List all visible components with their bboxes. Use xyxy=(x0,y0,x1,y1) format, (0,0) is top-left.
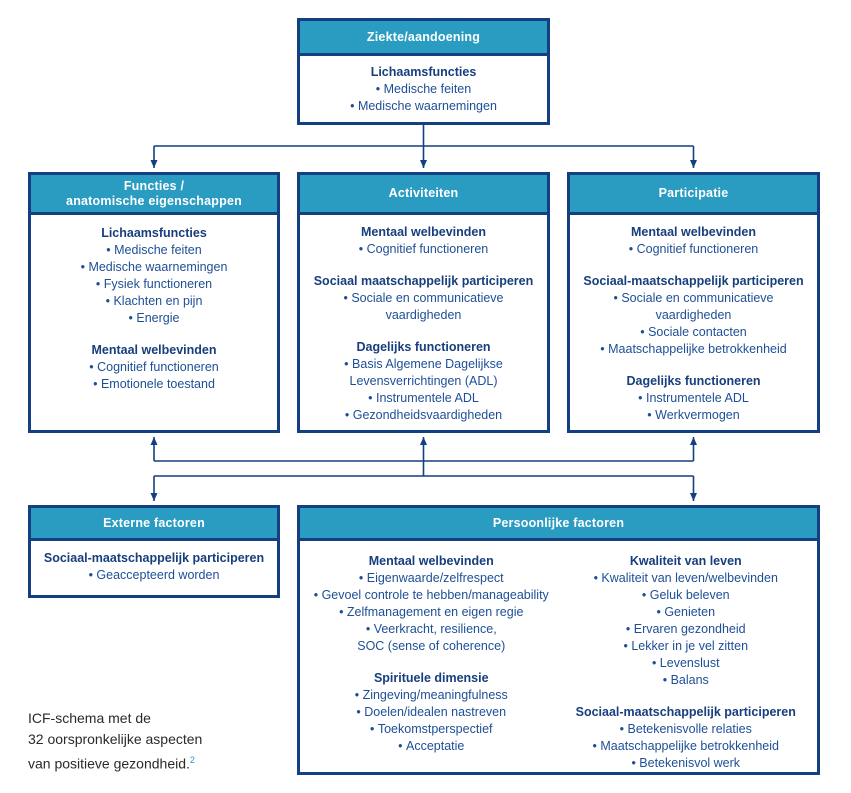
box-functies: Functies / anatomische eigenschappen Lic… xyxy=(28,172,280,433)
bullet-item: Medische feiten xyxy=(37,242,271,259)
bullet-item: Instrumentele ADL xyxy=(576,390,811,407)
box-activiteiten-body: Mentaal welbevinden Cognitief functioner… xyxy=(300,215,547,428)
section: Sociaal-maatschappelijk participeren Soc… xyxy=(576,273,811,358)
box-title: Activiteiten xyxy=(388,186,459,200)
section-heading: Sociaal maatschappelijk participeren xyxy=(313,274,534,288)
caption-line: van positieve gezondheid.2 xyxy=(28,755,195,772)
bullet-item: Basis Algemene Dagelijkse Levensverricht… xyxy=(306,356,541,390)
box-participatie-body: Mentaal welbevinden Cognitief functioner… xyxy=(570,215,817,428)
bullet-item: Lekker in je vel zitten xyxy=(559,638,814,655)
box-title: Externe factoren xyxy=(103,515,205,530)
persoonlijke-column-left: Mentaal welbevinden Eigenwaarde/zelfresp… xyxy=(304,553,559,772)
bullet-item: Gevoel controle te hebben/manageability xyxy=(304,587,559,604)
section: Sociaal-maatschappelijk participeren Gea… xyxy=(37,550,271,584)
bullet-item: Acceptatie xyxy=(304,738,559,755)
bullet-item: Veerkracht, resilience, SOC (sense of co… xyxy=(304,621,559,655)
bullet-item: Betekenisvolle relaties xyxy=(559,721,814,738)
section-heading: Sociaal-maatschappelijk participeren xyxy=(575,705,796,719)
box-externe-body: Sociaal-maatschappelijk participeren Gea… xyxy=(31,541,277,588)
section-heading: Sociaal-maatschappelijk participeren xyxy=(43,551,265,565)
section-heading: Kwaliteit van leven xyxy=(629,554,742,568)
bullet-item: Werkvermogen xyxy=(576,407,811,424)
bullet-item: Balans xyxy=(559,672,814,689)
section: Mentaal welbevinden Cognitief functioner… xyxy=(576,224,811,258)
section: Mentaal welbevinden Eigenwaarde/zelfresp… xyxy=(304,553,559,655)
section: Dagelijks functioneren Instrumentele ADL… xyxy=(576,373,811,424)
bullet-item: Emotionele toestand xyxy=(37,376,271,393)
bullet-item: Toekomstperspectief xyxy=(304,721,559,738)
bullet-item: Instrumentele ADL xyxy=(306,390,541,407)
box-persoonlijke-header: Persoonlijke factoren xyxy=(300,508,817,541)
caption-line: 32 oorspronkelijke aspecten xyxy=(28,731,203,747)
bullet-item: Zelfmanagement en eigen regie xyxy=(304,604,559,621)
box-title: Persoonlijke factoren xyxy=(492,515,625,530)
box-persoonlijke-body: Mentaal welbevinden Eigenwaarde/zelfresp… xyxy=(300,541,817,776)
bullet-item: Fysiek functioneren xyxy=(37,276,271,293)
section: Dagelijks functioneren Basis Algemene Da… xyxy=(306,339,541,424)
box-participatie-header: Participatie xyxy=(570,175,817,215)
section-heading: Dagelijks functioneren xyxy=(626,374,761,388)
bullet-item: Doelen/idealen nastreven xyxy=(304,704,559,721)
bullet-item: Cognitief functioneren xyxy=(576,241,811,258)
bullet-item: Genieten xyxy=(559,604,814,621)
section-heading: Mentaal welbevinden xyxy=(630,225,757,239)
bullet-item: Gezondheidsvaardigheden xyxy=(306,407,541,424)
section-heading: Mentaal welbevinden xyxy=(91,343,217,357)
box-persoonlijke-factoren: Persoonlijke factoren Mentaal welbevinde… xyxy=(297,505,820,775)
box-ziekte-body: Lichaamsfuncties Medische feiten Medisch… xyxy=(300,56,547,119)
bullet-item: Medische feiten xyxy=(306,81,541,98)
box-functies-body: Lichaamsfuncties Medische feiten Medisch… xyxy=(31,215,277,397)
section-heading: Dagelijks functioneren xyxy=(356,340,491,354)
persoonlijke-column-right: Kwaliteit van leven Kwaliteit van leven/… xyxy=(559,553,814,772)
box-activiteiten: Activiteiten Mentaal welbevinden Cogniti… xyxy=(297,172,550,433)
section: Mentaal welbevinden Cognitief functioner… xyxy=(37,342,271,393)
section: Sociaal-maatschappelijk participeren Bet… xyxy=(559,704,814,772)
box-title: Participatie xyxy=(658,186,729,200)
section: Sociaal maatschappelijk participeren Soc… xyxy=(306,273,541,324)
bullet-item: Levenslust xyxy=(559,655,814,672)
box-activiteiten-header: Activiteiten xyxy=(300,175,547,215)
section-heading: Sociaal-maatschappelijk participeren xyxy=(583,274,804,288)
section: Lichaamsfuncties Medische feiten Medisch… xyxy=(306,64,541,115)
box-externe-header: Externe factoren xyxy=(31,508,277,541)
box-externe-factoren: Externe factoren Sociaal-maatschappelijk… xyxy=(28,505,280,598)
figure-caption: ICF-schema met de 32 oorspronkelijke asp… xyxy=(28,708,288,775)
section-heading: Mentaal welbevinden xyxy=(368,554,494,568)
bullet-item: Sociale en communicatieve vaardigheden xyxy=(306,290,541,324)
bullet-item: Maatschappelijke betrokkenheid xyxy=(576,341,811,358)
section: Spirituele dimensie Zingeving/meaningful… xyxy=(304,670,559,755)
bullet-item: Geluk beleven xyxy=(559,587,814,604)
caption-line: ICF-schema met de xyxy=(28,710,151,726)
bullet-item: Geaccepteerd worden xyxy=(37,567,271,584)
box-participatie: Participatie Mentaal welbevinden Cogniti… xyxy=(567,172,820,433)
bullet-item: Medische waarnemingen xyxy=(306,98,541,115)
section: Kwaliteit van leven Kwaliteit van leven/… xyxy=(559,553,814,689)
bullet-item: Sociale contacten xyxy=(576,324,811,341)
bullet-item: Cognitief functioneren xyxy=(306,241,541,258)
box-ziekte-header: Ziekte/aandoening xyxy=(300,21,547,56)
bullet-item: Energie xyxy=(37,310,271,327)
box-title: Functies / anatomische eigenschappen xyxy=(66,178,242,208)
section: Mentaal welbevinden Cognitief functioner… xyxy=(306,224,541,258)
box-functies-header: Functies / anatomische eigenschappen xyxy=(31,175,277,215)
bullet-item: Eigenwaarde/zelfrespect xyxy=(304,570,559,587)
bullet-item: Maatschappelijke betrokkenheid xyxy=(559,738,814,755)
bullet-item: Cognitief functioneren xyxy=(37,359,271,376)
bullet-item: Betekenisvol werk xyxy=(559,755,814,772)
box-title: Ziekte/aandoening xyxy=(366,29,481,44)
section-heading: Lichaamsfuncties xyxy=(370,65,477,79)
bullet-item: Sociale en communicatieve vaardigheden xyxy=(576,290,811,324)
bullet-item: Kwaliteit van leven/welbevinden xyxy=(559,570,814,587)
bullet-item: Klachten en pijn xyxy=(37,293,271,310)
bullet-item: Medische waarnemingen xyxy=(37,259,271,276)
section: Lichaamsfuncties Medische feiten Medisch… xyxy=(37,225,271,327)
box-ziekte-aandoening: Ziekte/aandoening Lichaamsfuncties Medis… xyxy=(297,18,550,125)
bullet-item: Zingeving/meaningfulness xyxy=(304,687,559,704)
bullet-item: Ervaren gezondheid xyxy=(559,621,814,638)
section-heading: Lichaamsfuncties xyxy=(101,226,207,240)
section-heading: Spirituele dimensie xyxy=(373,671,489,685)
section-heading: Mentaal welbevinden xyxy=(360,225,487,239)
caption-footnote-ref: 2 xyxy=(189,755,195,765)
